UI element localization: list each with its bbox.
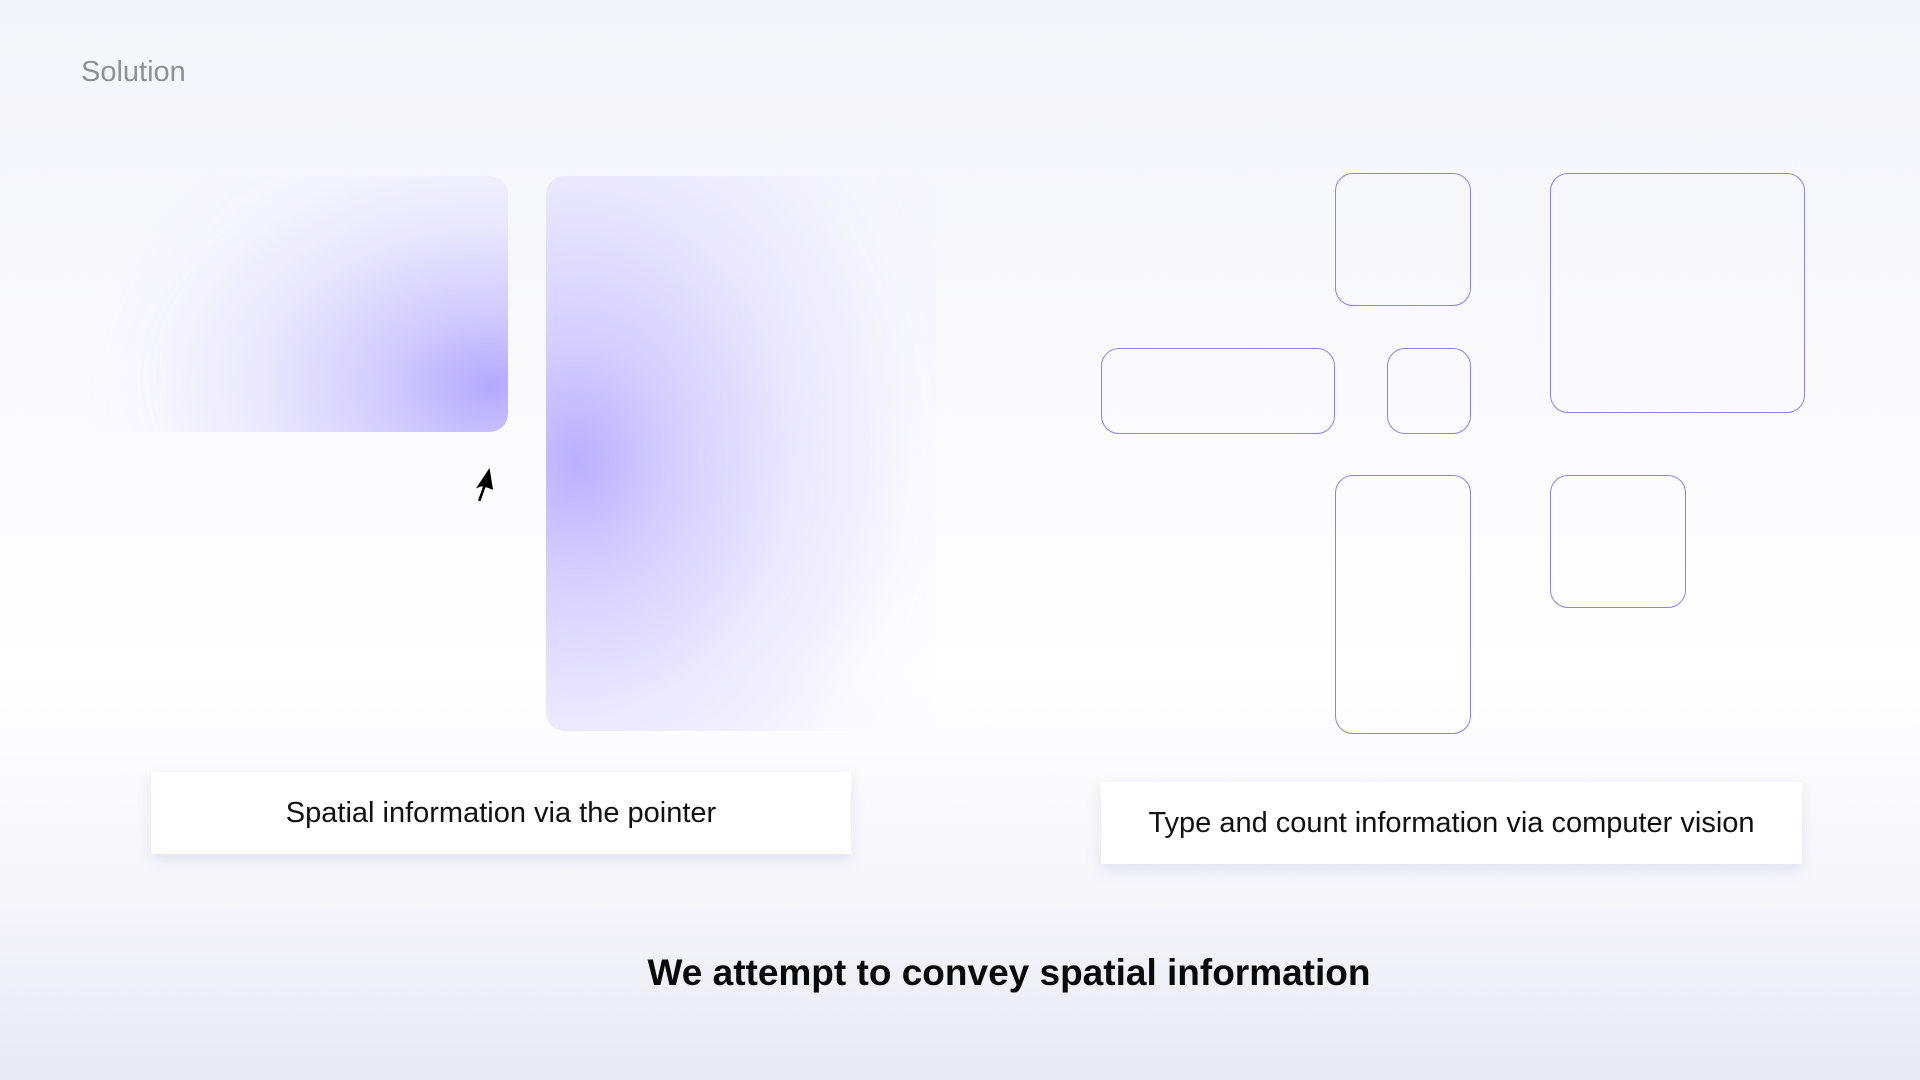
cursor-arrow-icon [473, 465, 495, 503]
section-title: Solution [81, 56, 186, 88]
detected-object-box-tall [1335, 475, 1471, 734]
headline: We attempt to convey spatial information [647, 952, 1371, 993]
pointer-caption: Spatial information via the pointer [151, 772, 851, 854]
detected-object-box-small [1387, 348, 1471, 434]
vision-caption: Type and count information via computer … [1101, 782, 1802, 864]
pointer-glow-region-left [80, 176, 508, 432]
detected-object-box-medium [1550, 475, 1686, 608]
detected-object-box-wide [1101, 348, 1335, 434]
pointer-glow-region-right [546, 176, 936, 731]
detected-object-box-top [1335, 173, 1471, 306]
detected-object-box-large [1550, 173, 1805, 413]
